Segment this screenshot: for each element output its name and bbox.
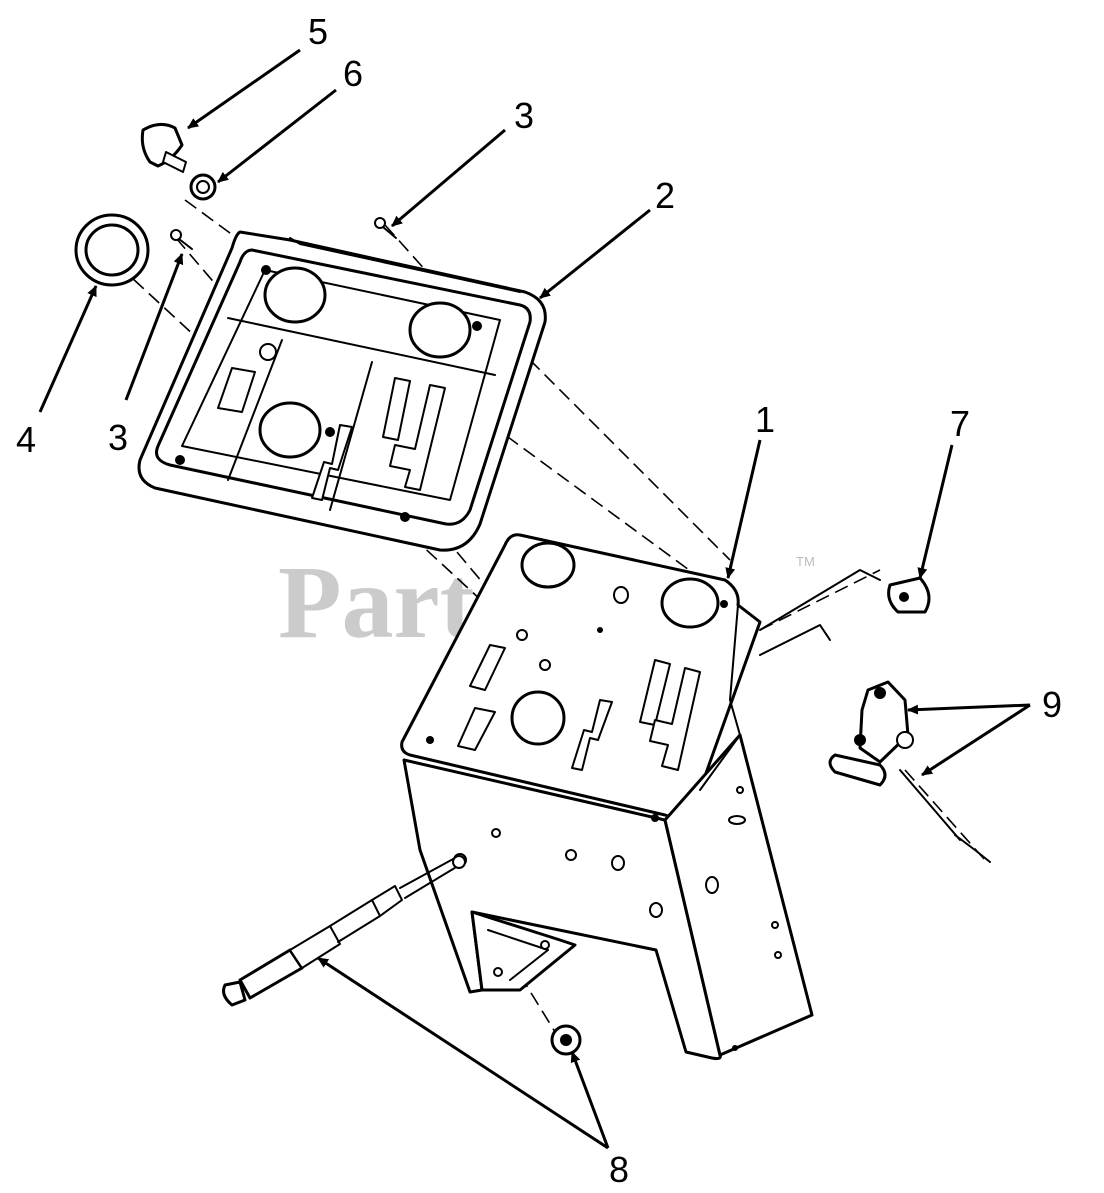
nut-part xyxy=(189,173,217,201)
knob-part xyxy=(140,123,187,173)
screw-part-lower xyxy=(170,229,193,250)
callout-2: 2 xyxy=(655,175,675,216)
callout-6: 6 xyxy=(343,53,363,94)
bezel-ring-part xyxy=(74,213,150,287)
callout-1: 1 xyxy=(755,399,775,440)
callout-7: 7 xyxy=(950,403,970,444)
callout-3-lower: 3 xyxy=(108,417,128,458)
screw-part-upper xyxy=(374,217,397,239)
leader-lines xyxy=(38,48,1031,1150)
dash-bezel xyxy=(137,230,547,552)
dash-panel xyxy=(400,533,881,1061)
choke-bracket-part xyxy=(828,680,991,863)
callout-3-upper: 3 xyxy=(514,95,534,136)
callout-4: 4 xyxy=(16,419,36,460)
throttle-cable-part xyxy=(222,855,582,1056)
callout-labels: 1 2 3 3 4 5 6 7 8 9 xyxy=(16,11,1062,1190)
watermark-trademark: TM xyxy=(796,554,815,569)
clip-part xyxy=(887,576,931,614)
callout-8: 8 xyxy=(609,1149,629,1190)
callout-5: 5 xyxy=(308,11,328,52)
callout-9: 9 xyxy=(1042,684,1062,725)
